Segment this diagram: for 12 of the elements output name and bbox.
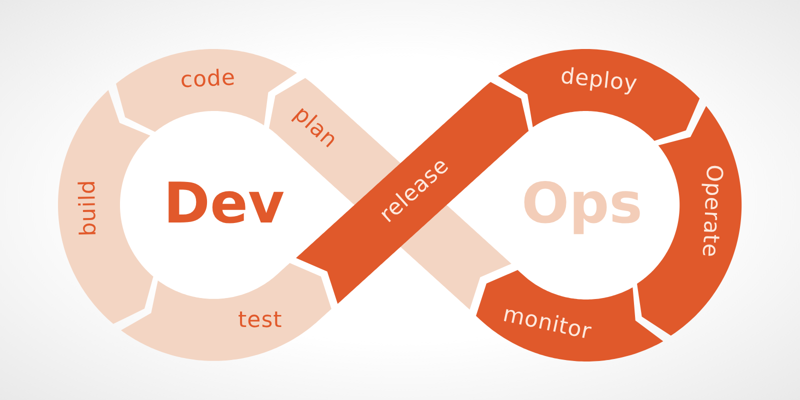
stage-label: test [238, 309, 282, 334]
stage-label: Operate [696, 164, 726, 258]
stage-label: code [180, 66, 236, 94]
stage-label: build [76, 179, 102, 236]
stage-label: deploy [560, 64, 639, 97]
loop-title: Dev [164, 176, 284, 234]
arrow-segment [121, 263, 332, 361]
arrow-segment [498, 49, 700, 141]
loop-title: Ops [521, 176, 643, 234]
arrow-segment [58, 90, 154, 324]
arrow-segment [476, 270, 663, 361]
stage-label: monitor [500, 302, 594, 345]
